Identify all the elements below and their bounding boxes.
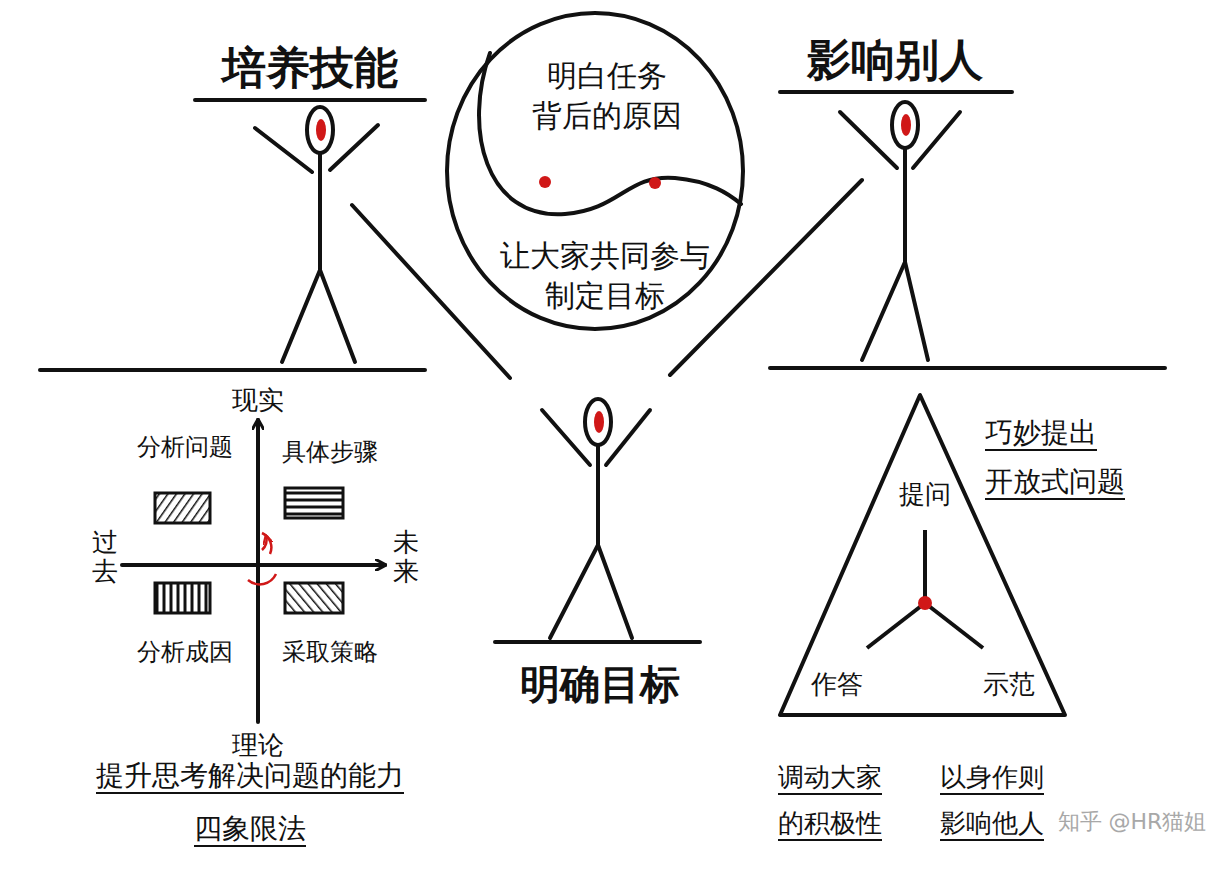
caption-note: 四象限法 <box>194 804 306 853</box>
hatched-box <box>155 488 343 613</box>
watermark: 知乎 @HR猫姐 <box>1058 807 1207 837</box>
ground-line <box>495 640 700 644</box>
diagonal-line <box>352 205 510 378</box>
ground-line <box>770 366 1165 370</box>
axis <box>256 420 260 722</box>
axis <box>122 563 385 567</box>
stick-figure <box>542 399 650 638</box>
node-text: 明白任务 背后的原因 <box>517 56 697 137</box>
caption-note: 提升思考解决问题的能力 <box>96 751 404 800</box>
quadrant-label: 采取策略 <box>282 636 378 668</box>
stick-figure <box>840 102 960 360</box>
underline <box>780 90 1012 94</box>
node-text: 作答 <box>811 667 863 702</box>
heading: 影响别人 <box>807 31 983 90</box>
ground-line <box>40 368 425 372</box>
quadrant-label: 具体步骤 <box>282 436 378 468</box>
quadrant-label: 分析成因 <box>137 636 233 668</box>
heading: 明确目标 <box>520 657 680 712</box>
axis-label: 未来 <box>393 528 419 585</box>
quadrant-label: 分析问题 <box>137 431 233 463</box>
side-note: 巧妙提出 开放式问题 <box>985 408 1160 506</box>
side-note: 以身作则 影响他人 <box>940 755 1060 846</box>
side-note: 调动大家 的积极性 <box>778 755 913 846</box>
heading: 培养技能 <box>222 39 398 98</box>
node-text: 提问 <box>899 477 951 512</box>
stick-figure <box>255 107 378 362</box>
diagonal-line <box>670 180 862 375</box>
axis-label: 过去 <box>92 528 118 585</box>
underline <box>195 98 425 102</box>
rotation-arrow <box>262 536 267 550</box>
node-text: 让大家共同参与 制定目标 <box>490 236 720 317</box>
axis-label: 现实 <box>232 383 284 418</box>
node-text: 示范 <box>983 667 1035 702</box>
rotation-arc <box>248 533 276 584</box>
yin-yang-circle: 明白任务 背后的原因让大家共同参与 制定目标 <box>445 8 745 334</box>
axis-label: 理论 <box>232 728 284 763</box>
